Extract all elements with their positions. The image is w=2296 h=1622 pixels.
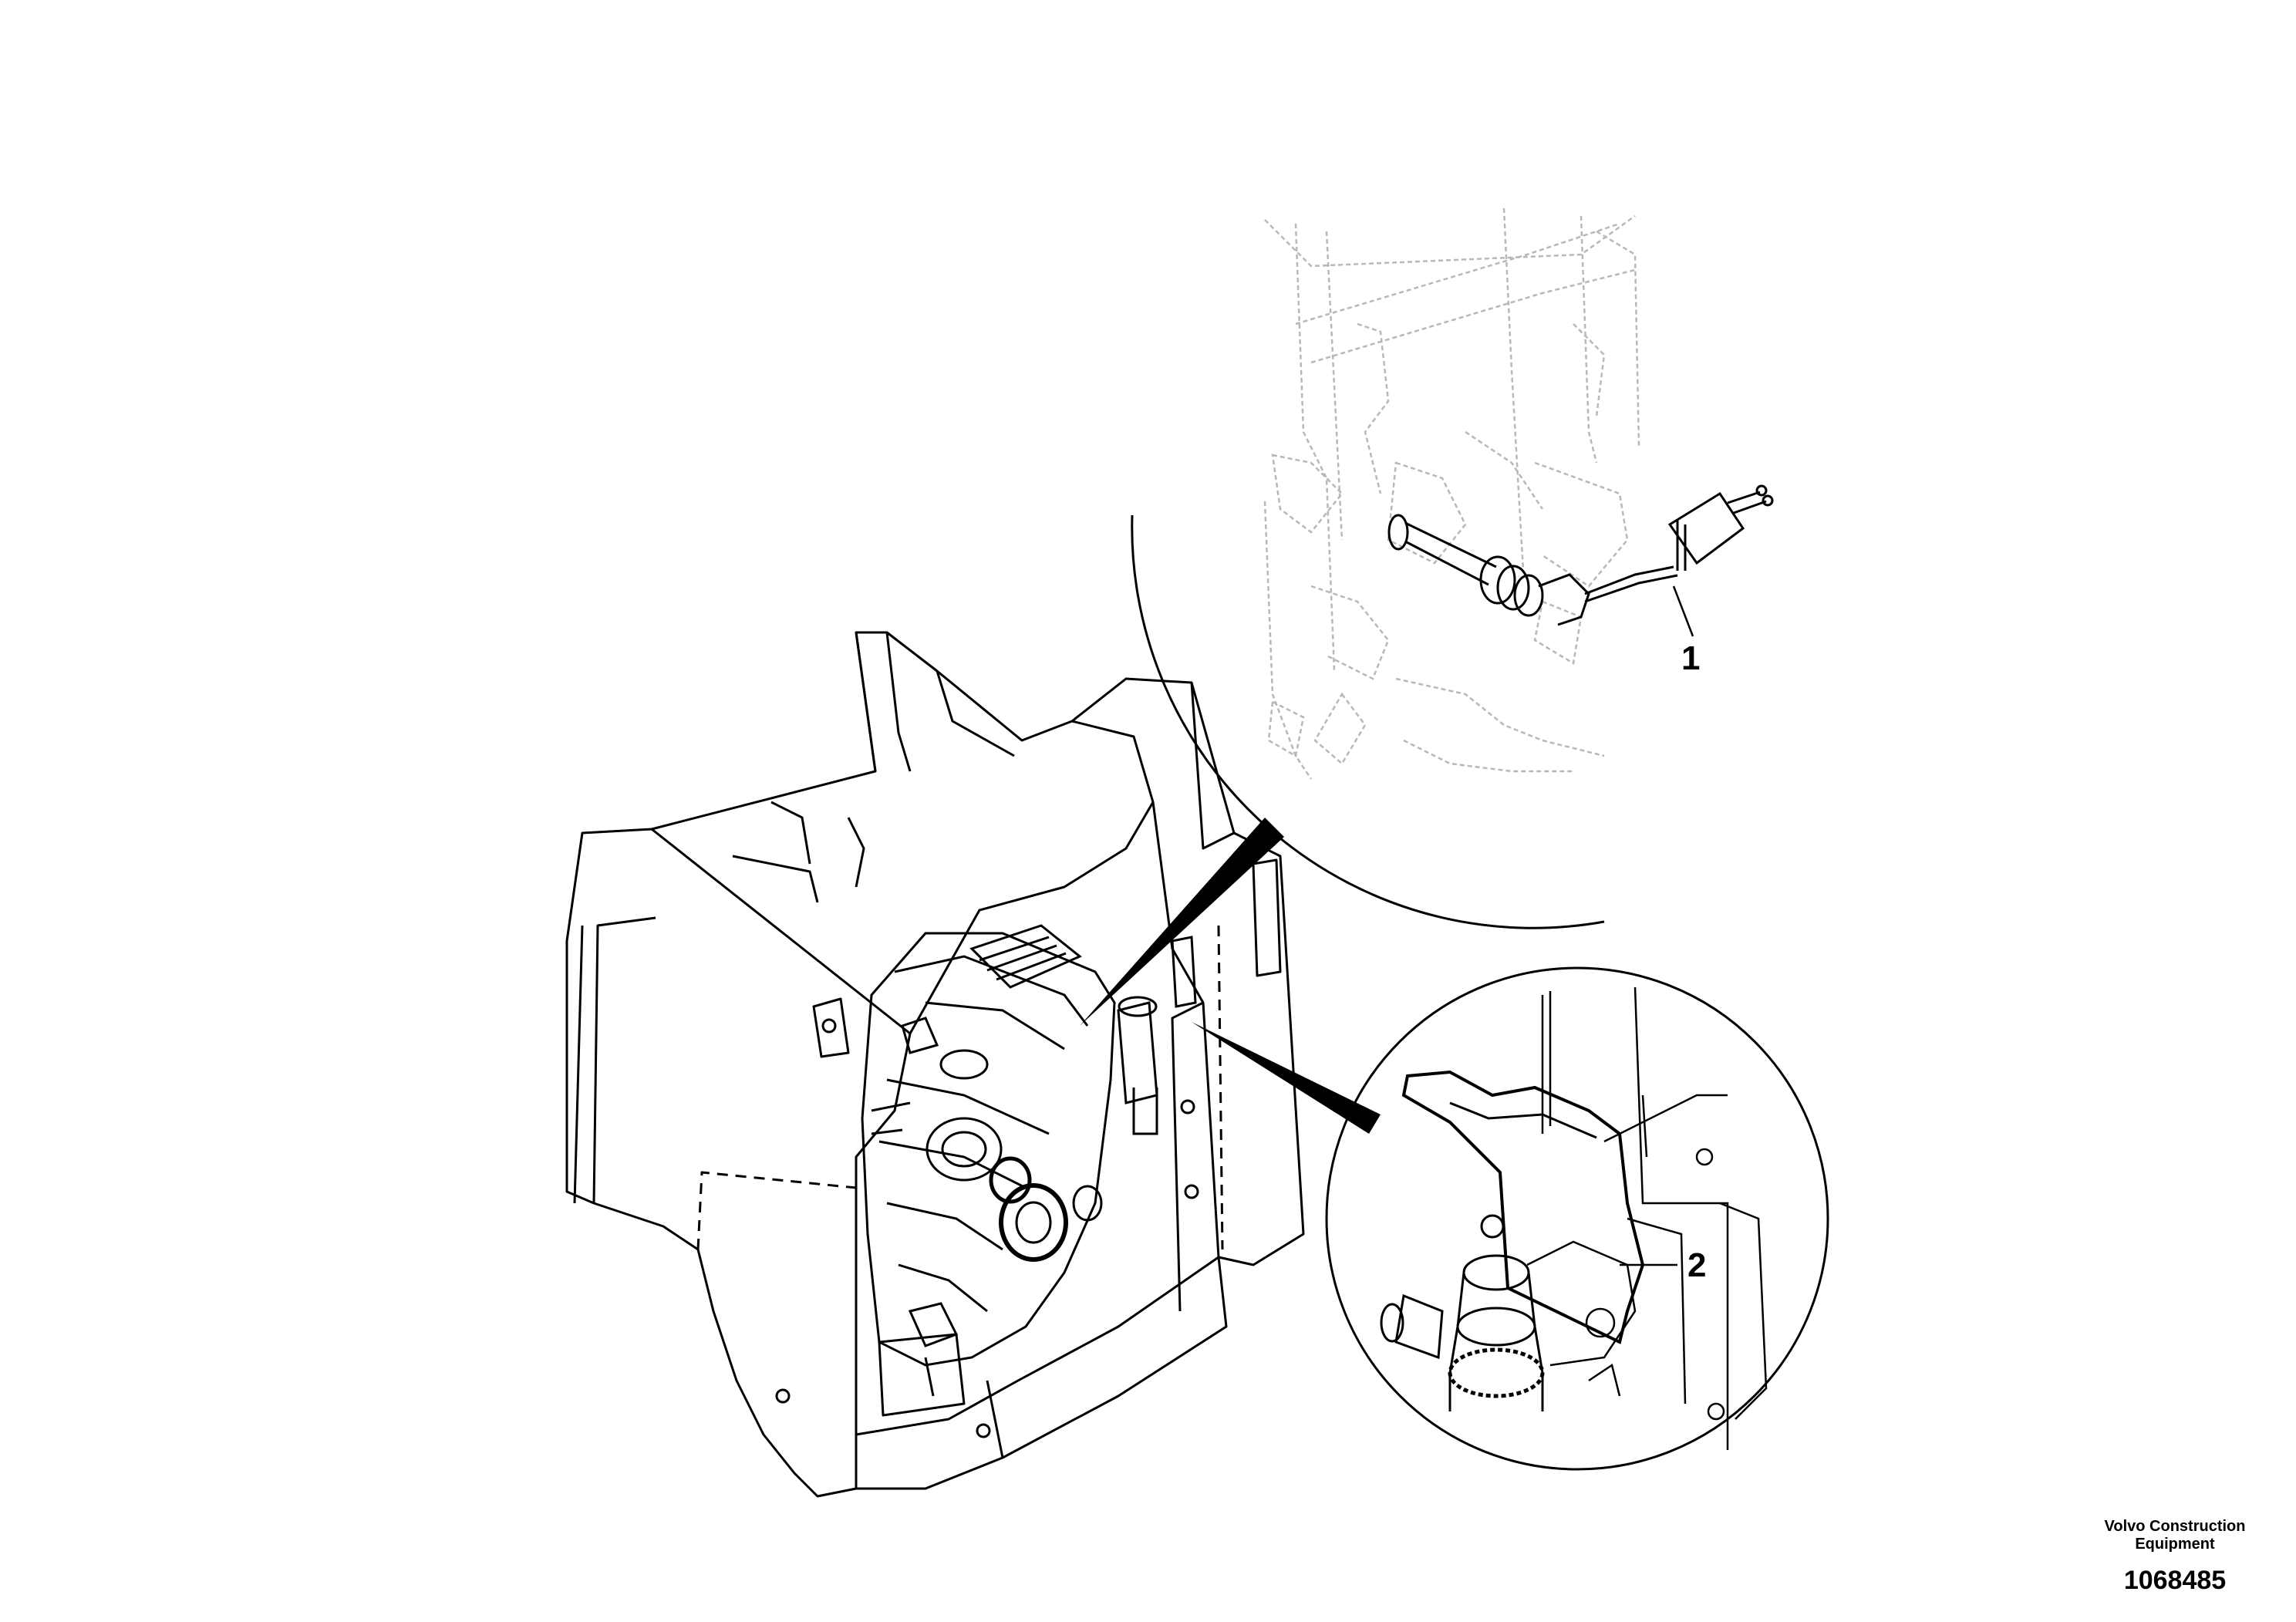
callout-1-label: 1 — [1681, 639, 1700, 677]
right-side-panel — [1071, 677, 1305, 1266]
filter-bowl — [1380, 1254, 1545, 1411]
detail-2-boundary — [1325, 966, 1829, 1471]
detail-view-2: 2 — [1325, 966, 1829, 1471]
alternator — [925, 1117, 1003, 1182]
engine-block — [861, 924, 1197, 1367]
document-number: 1068485 — [2123, 1566, 2227, 1595]
crank-pulley — [999, 1183, 1068, 1262]
block-heater-with-cord — [1387, 484, 1774, 626]
detail-2-pointer — [1192, 1022, 1381, 1134]
mounting-bracket — [1401, 1070, 1645, 1344]
brand-label: Volvo Construction Equipment — [2104, 1518, 2246, 1553]
detail-1-background-frame — [1263, 207, 1640, 780]
callout-1-leader — [1672, 585, 1694, 637]
engine-compartment-assembly — [565, 631, 1305, 1498]
top-frame — [651, 631, 1155, 1034]
left-side-panel — [565, 828, 912, 1498]
lower-frame — [855, 1256, 1228, 1490]
callout-2-label: 2 — [1687, 1246, 1706, 1284]
detail-1-pointer — [1080, 818, 1284, 1026]
detail-view-1: 1 — [1131, 207, 1774, 929]
